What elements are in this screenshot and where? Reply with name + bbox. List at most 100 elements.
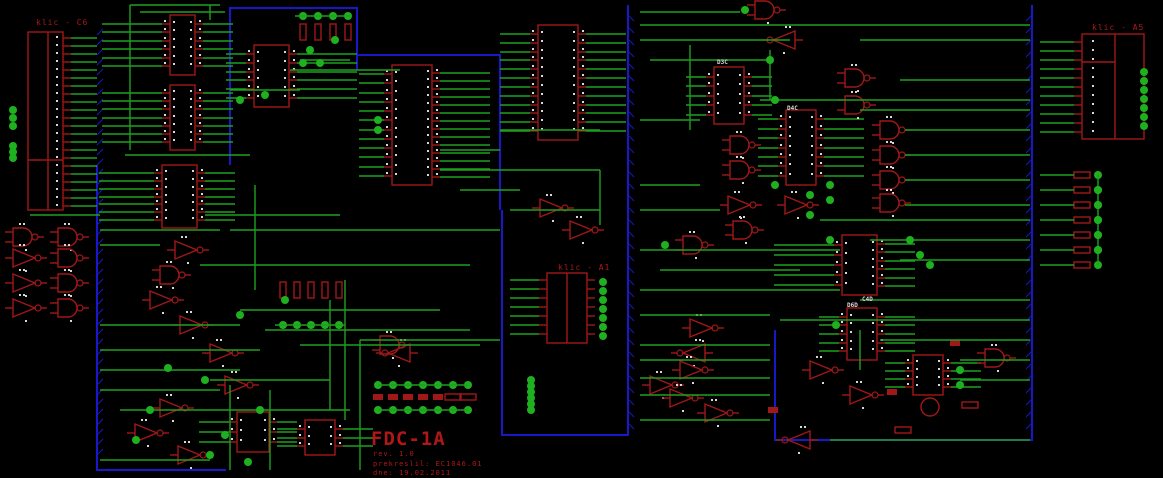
bus-entry bbox=[96, 448, 104, 456]
pin-number bbox=[173, 106, 175, 108]
pin-number bbox=[173, 55, 175, 57]
logic-gate bbox=[679, 359, 704, 381]
bus-entry bbox=[627, 110, 635, 118]
bus-entry bbox=[96, 138, 104, 146]
pin-number bbox=[173, 123, 175, 125]
pin-number bbox=[427, 102, 429, 104]
pin-number bbox=[386, 79, 388, 81]
pin-number bbox=[798, 452, 800, 454]
logic-gate bbox=[754, 0, 775, 20]
pin-number bbox=[532, 92, 534, 94]
junction-dot bbox=[771, 96, 779, 104]
bus-entry bbox=[1025, 14, 1033, 22]
bus-entry bbox=[1025, 98, 1033, 106]
pin-number bbox=[165, 217, 167, 219]
resistor bbox=[299, 23, 307, 41]
pin-number bbox=[240, 419, 242, 421]
resistor bbox=[344, 23, 352, 41]
logic-gate bbox=[879, 170, 900, 190]
logic-gate bbox=[682, 235, 703, 255]
pin-number bbox=[257, 69, 259, 71]
logic-gate bbox=[809, 359, 834, 381]
pin-number bbox=[532, 101, 534, 103]
pin-number bbox=[436, 125, 438, 127]
transistor bbox=[920, 397, 940, 417]
bus-entry bbox=[1025, 230, 1033, 238]
pin-number bbox=[427, 78, 429, 80]
pin-number bbox=[886, 166, 888, 168]
bus-entry bbox=[96, 168, 104, 176]
pin-number bbox=[916, 384, 918, 386]
logic-gate bbox=[174, 239, 199, 261]
pin-number bbox=[386, 153, 388, 155]
pin-number bbox=[845, 282, 847, 284]
pin-number bbox=[916, 368, 918, 370]
capacitor bbox=[433, 394, 443, 400]
pin-number bbox=[783, 52, 785, 54]
bus-entry bbox=[1025, 206, 1033, 214]
bus-entry bbox=[1025, 302, 1033, 310]
junction-dot bbox=[316, 59, 324, 67]
inversion-bubble bbox=[76, 254, 84, 262]
junction-dot bbox=[806, 191, 814, 199]
pin-number bbox=[907, 375, 909, 377]
pin-number bbox=[427, 118, 429, 120]
pin-number bbox=[580, 216, 582, 218]
pin-number bbox=[845, 252, 847, 254]
pin-number bbox=[248, 59, 250, 61]
bus-entry bbox=[627, 278, 635, 286]
pin-number bbox=[872, 322, 874, 324]
junction-dot bbox=[9, 154, 17, 162]
junction-dot bbox=[826, 196, 834, 204]
bus-entry bbox=[627, 50, 635, 58]
bus-entry bbox=[1025, 386, 1033, 394]
pin-number bbox=[947, 367, 949, 369]
pin-number bbox=[436, 69, 438, 71]
pin-number bbox=[708, 92, 710, 94]
pin-number bbox=[708, 82, 710, 84]
logic-gate bbox=[844, 95, 865, 115]
pin-number bbox=[841, 339, 843, 341]
pin-number bbox=[395, 108, 397, 110]
junction-dot bbox=[1140, 77, 1148, 85]
pin-number bbox=[881, 313, 883, 315]
bus-entry bbox=[96, 58, 104, 66]
pin-number bbox=[822, 382, 824, 384]
pin-number bbox=[181, 236, 183, 238]
bus-entry bbox=[96, 248, 104, 256]
pin-number bbox=[841, 321, 843, 323]
pin-number bbox=[541, 102, 543, 104]
pin-number bbox=[190, 106, 192, 108]
pin-number bbox=[938, 360, 940, 362]
pin-number bbox=[857, 90, 859, 92]
pin-number bbox=[789, 145, 791, 147]
pin-number bbox=[872, 249, 874, 251]
pin-number bbox=[248, 68, 250, 70]
pin-number bbox=[789, 163, 791, 165]
pin-number bbox=[386, 172, 388, 174]
pin-number bbox=[56, 196, 58, 198]
bus-entry bbox=[96, 148, 104, 156]
pin-number bbox=[872, 331, 874, 333]
pin-number bbox=[293, 50, 295, 52]
bus-entry bbox=[627, 62, 635, 70]
resistor bbox=[894, 426, 912, 434]
logic-gate bbox=[209, 342, 234, 364]
pin-number bbox=[190, 29, 192, 31]
pin-number bbox=[881, 282, 883, 284]
connector-label-c6: klic - C6 bbox=[36, 18, 89, 27]
pin-number bbox=[199, 89, 201, 91]
pin-number bbox=[56, 124, 58, 126]
pin-number bbox=[711, 399, 713, 401]
pin-number bbox=[872, 283, 874, 285]
pin-number bbox=[1092, 49, 1094, 51]
pin-number bbox=[739, 216, 741, 218]
pin-number bbox=[780, 162, 782, 164]
pin-number bbox=[56, 76, 58, 78]
pin-number bbox=[532, 127, 534, 129]
pin-number bbox=[738, 191, 740, 193]
pin-number bbox=[699, 339, 701, 341]
pin-number bbox=[386, 331, 388, 333]
